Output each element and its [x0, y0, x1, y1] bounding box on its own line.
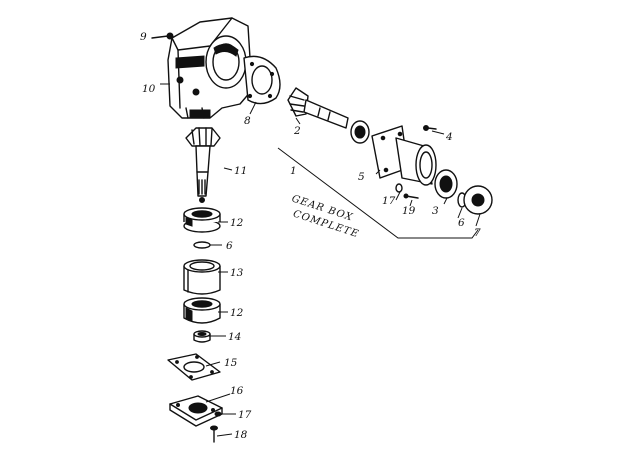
gearbox-housing [167, 17, 253, 119]
callout-7: 7 [474, 227, 481, 239]
screw-part-19 [403, 193, 419, 199]
callout-4: 4 [445, 131, 453, 143]
callout-18: 18 [234, 429, 248, 441]
seal-part-7 [463, 185, 493, 215]
seal-part-14 [193, 330, 211, 343]
callout-12-lower: 12 [230, 307, 244, 319]
callout-15: 15 [224, 357, 238, 369]
bearing-part-shaft [350, 120, 370, 144]
callout-10: 10 [142, 83, 156, 95]
leader-lines [160, 83, 481, 437]
callout-13: 13 [230, 267, 244, 279]
callout-labels: 1 2 3 4 5 6 6 7 8 9 10 11 12 12 13 14 15… [140, 31, 481, 441]
spacer-part-13 [183, 259, 221, 295]
screw-part-9 [151, 32, 174, 40]
callout-19: 19 [402, 205, 416, 217]
screw-part-4 [423, 125, 437, 131]
snap-ring-part-6-lower [193, 241, 211, 249]
bolt-part-18 [210, 425, 218, 443]
callout-6-right: 6 [458, 217, 465, 229]
callout-1: 1 [290, 165, 297, 177]
bevel-gear-shaft-part-11 [185, 127, 221, 203]
callout-17-right: 17 [382, 195, 396, 207]
cover-plate-part-16 [169, 395, 223, 427]
callout-6-lower: 6 [226, 240, 233, 252]
callout-14: 14 [228, 331, 241, 343]
bearing-part-3 [434, 169, 458, 199]
housing-tube-part-5 [395, 137, 437, 186]
callout-11: 11 [234, 165, 247, 177]
callout-3: 3 [432, 205, 439, 217]
lock-washer-part-17-upper [395, 183, 403, 193]
callout-9: 9 [140, 31, 147, 43]
lock-washer-part-17-lower [214, 411, 222, 417]
gasket-part-15 [167, 353, 221, 381]
callout-8: 8 [244, 115, 251, 127]
bearing-part-12-lower [183, 297, 221, 324]
callout-17-lower: 17 [238, 409, 252, 421]
gasket-part-8 [243, 55, 281, 105]
callout-2: 2 [293, 125, 301, 137]
bevel-gear-shaft-part-2 [287, 87, 349, 129]
gear-box-caption: GEAR BOX COMPLETE [290, 193, 360, 240]
callout-5: 5 [358, 171, 365, 183]
bearing-part-12-upper [183, 207, 221, 233]
callout-16: 16 [230, 385, 244, 397]
callout-12-upper: 12 [230, 217, 244, 229]
